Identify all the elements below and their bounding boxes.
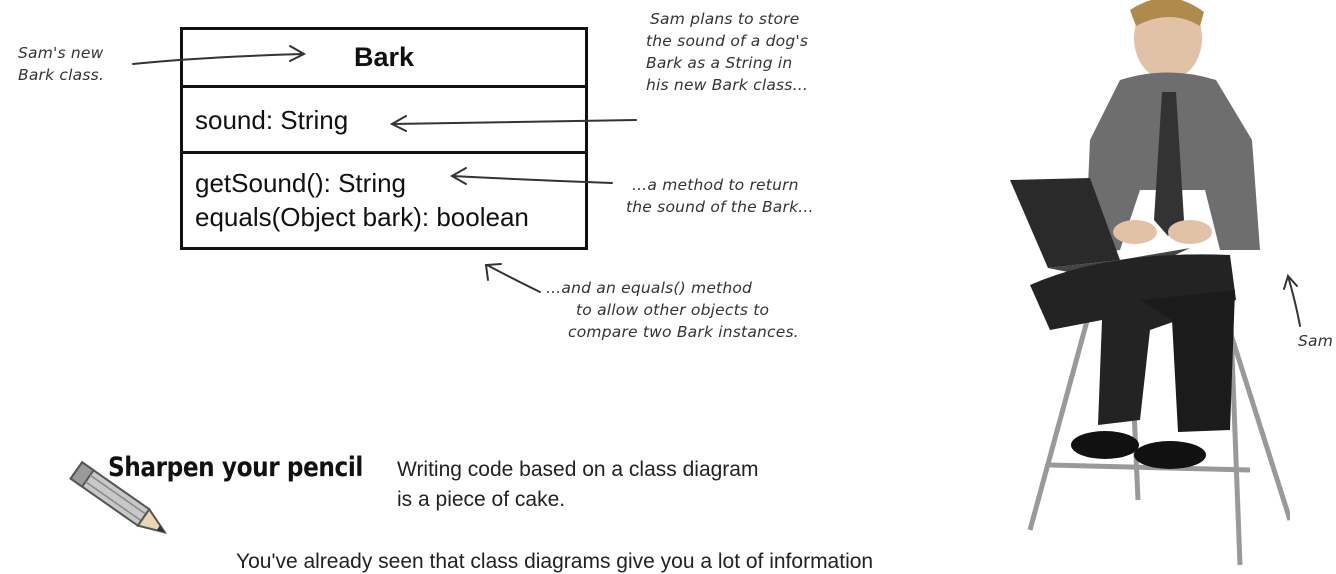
arrow-to-class-name-head [289,45,307,62]
pencil-icon [69,460,168,534]
body-text: You've already seen that class diagrams … [236,550,874,573]
annotation-line: to allow other objects to [576,301,770,319]
annotation-line: ...a method to return [632,176,799,194]
class-attribute: sound: String [183,88,585,154]
annotation-line: ...and an equals() method [546,279,753,297]
annotation-store-sound: Sam plans to store the sound of a dog's … [646,8,808,96]
method-equals: equals(Object bark): boolean [195,202,529,232]
annotation-line: the sound of the Bark... [626,198,814,216]
sam-label: Sam [1298,332,1334,350]
annotation-line: Bark as a String in [646,54,793,72]
arrow-to-sam [1287,275,1301,327]
method-get-sound: getSound(): String [195,168,407,198]
annotation-line: Sam's new [18,44,104,62]
uml-class-box: Bark sound: String getSound(): String eq… [180,27,588,250]
arrow-to-attribute [391,119,637,125]
arrow-to-sam-head [1283,274,1298,290]
annotation-line: compare two Bark instances. [568,323,799,341]
class-methods: getSound(): String equals(Object bark): … [183,154,585,234]
arrow-to-get-sound [451,175,613,184]
annotation-new-class: Sam's new Bark class. [18,42,104,86]
sam-photo [1010,0,1290,565]
arrow-to-get-sound-head [449,167,467,185]
arrow-to-equals [486,264,541,293]
sharpen-line: is a piece of cake. [397,488,566,511]
annotation-equals-method: ...and an equals() method to allow other… [544,277,799,343]
annotation-line: the sound of a dog's [646,32,809,50]
arrow-to-class-name [132,53,304,65]
annotation-sam: Sam [1298,330,1333,352]
arrow-to-equals-head [484,263,502,281]
arrow-to-attribute-head [389,115,407,132]
sharpen-description: Writing code based on a class diagram is… [397,455,758,515]
annotation-line: Bark class. [18,66,105,84]
sharpen-line: Writing code based on a class diagram [397,458,759,481]
class-name: Bark [183,30,585,88]
sharpen-title: Sharpen your pencil [108,452,363,483]
annotation-line: Sam plans to store [650,10,800,28]
annotation-method-return: ...a method to return the sound of the B… [626,174,814,218]
annotation-line: his new Bark class... [646,76,808,94]
